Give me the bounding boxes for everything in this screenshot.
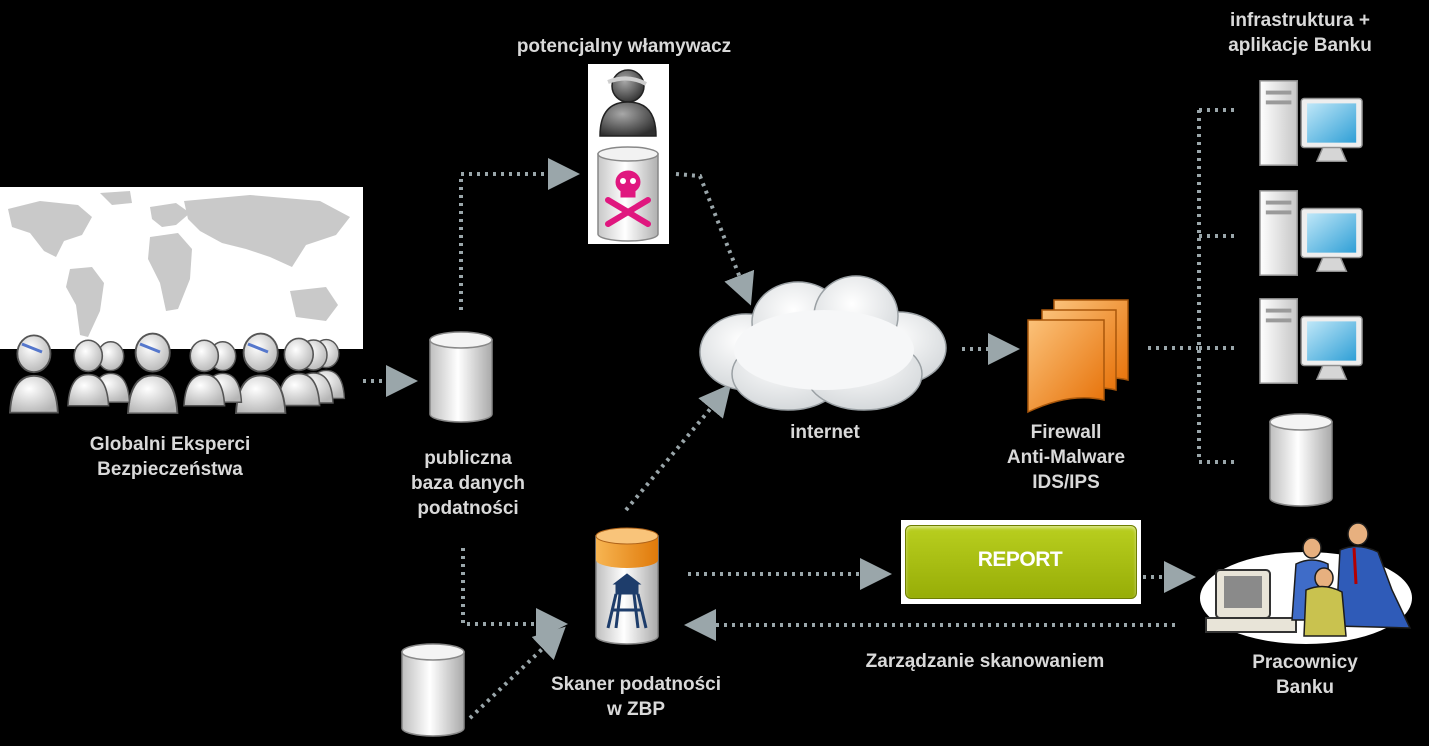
public-db-label-line-3: podatności (417, 498, 519, 519)
staff-label-line-2: Banku (1275, 677, 1335, 698)
bank-infra-label: infrastruktura + aplikacje Banku (1180, 8, 1420, 58)
cloud-icon (698, 270, 950, 416)
firewall-label-line-3: IDS/IPS (1032, 472, 1100, 493)
scanner-label-line-1: Skaner podatności (551, 674, 721, 695)
bank-infra-label-line-2: aplikacje Banku (1228, 35, 1372, 56)
firewall-label-line-1: Firewall (1030, 422, 1102, 443)
firewall-label: Firewall Anti-Malware IDS/IPS (966, 420, 1166, 495)
management-label: Zarządzanie skanowaniem (865, 651, 1105, 672)
world-map-icon (0, 187, 363, 349)
experts-label-line-1: Globalni Eksperci (89, 434, 251, 455)
experts-label: Globalni Eksperci Bezpieczeństwa (40, 432, 300, 482)
public-db-label-line-1: publiczna (424, 448, 512, 469)
server-workstation-icon (1258, 296, 1366, 388)
internet-label: internet (790, 422, 860, 443)
staff-label-line-1: Pracownicy (1252, 652, 1358, 673)
arrow-db-to-scanner (461, 548, 568, 640)
arrow-scanner-to-internet (624, 383, 732, 512)
staff-label: Pracownicy Banku (1210, 650, 1400, 700)
server-workstation-icon (1258, 78, 1366, 170)
scanner-label: Skaner podatności w ZBP (516, 672, 756, 722)
bank-infra-label-line-1: infrastruktura + (1230, 10, 1370, 31)
public-database-icon (428, 330, 494, 424)
public-db-label-line-2: baza danych (410, 473, 526, 494)
hacker-icon (588, 64, 669, 244)
report-panel (905, 525, 1137, 599)
experts-label-line-2: Bezpieczeństwa (97, 459, 243, 480)
scanner-tower-icon (594, 526, 660, 646)
arrow-intruder-to-internet (675, 172, 755, 306)
office-workers-icon (1196, 520, 1426, 644)
intruder-label: potencjalny włamywacz (516, 36, 732, 57)
firewall-label-line-2: Anti-Malware (1006, 447, 1126, 468)
bank-database-icon (1268, 412, 1334, 508)
server-workstation-icon (1258, 188, 1366, 280)
people-group-icon (8, 322, 348, 415)
local-database-icon (400, 642, 466, 738)
arrow-db-to-intruder (459, 158, 580, 310)
firewall-stack-icon (1026, 296, 1130, 414)
report-title: REPORT (977, 548, 1063, 571)
report-box: REPORT (901, 520, 1141, 604)
public-db-label: publiczna baza danych podatności (378, 446, 558, 521)
scanner-label-line-2: w ZBP (606, 699, 666, 720)
